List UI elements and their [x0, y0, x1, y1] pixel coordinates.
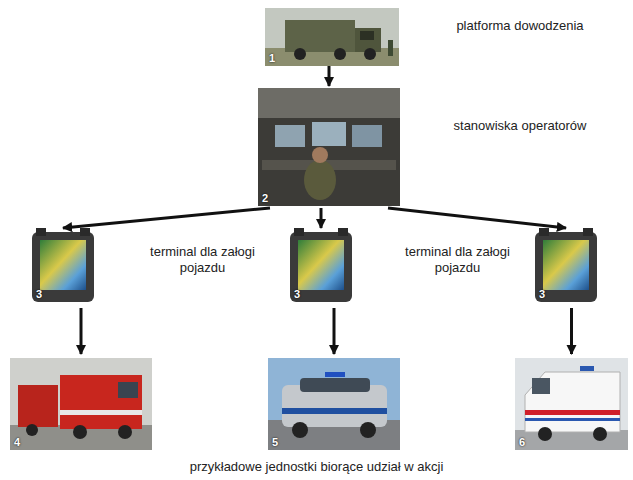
callout-number: 1 [269, 53, 275, 64]
photo-node: 2 [258, 88, 400, 206]
ambulance-photo [515, 358, 628, 450]
flow-arrow [80, 308, 83, 354]
callout-number: 4 [14, 437, 20, 448]
callout-number: 3 [294, 289, 300, 300]
operator-room-photo [258, 88, 400, 206]
photo-node: 3 [32, 232, 94, 302]
flow-arrow [320, 208, 323, 228]
photo-node: 6 [515, 358, 628, 450]
photo-node: 4 [10, 358, 152, 450]
fire-truck-photo [10, 358, 152, 450]
rugged-terminal [290, 228, 352, 302]
photo-node: 3 [535, 232, 597, 302]
flow-arrow [570, 308, 573, 354]
flow-arrow [63, 208, 270, 228]
annotation-label: stanowiska operatorów [450, 118, 590, 134]
flow-arrow [333, 308, 336, 354]
callout-number: 2 [262, 193, 268, 204]
annotation-label: terminal dla załogi pojazdu [150, 244, 255, 276]
flow-arrow [328, 66, 331, 86]
rugged-terminal [32, 228, 94, 302]
rugged-terminal [535, 228, 597, 302]
flow-arrow [388, 208, 566, 228]
photo-node: 5 [268, 358, 400, 450]
police-car-photo [268, 358, 400, 450]
callout-number: 3 [539, 289, 545, 300]
annotation-label: platforma dowodzenia [455, 18, 585, 34]
annotation-label: terminal dla załogi pojazdu [405, 244, 510, 276]
photo-node: 3 [290, 232, 352, 302]
caption: przykładowe jednostki biorące udział w a… [0, 459, 633, 475]
photo-node: 1 [265, 8, 399, 66]
callout-number: 3 [36, 289, 42, 300]
command-truck-photo [265, 8, 399, 66]
callout-number: 6 [519, 437, 525, 448]
callout-number: 5 [272, 437, 278, 448]
